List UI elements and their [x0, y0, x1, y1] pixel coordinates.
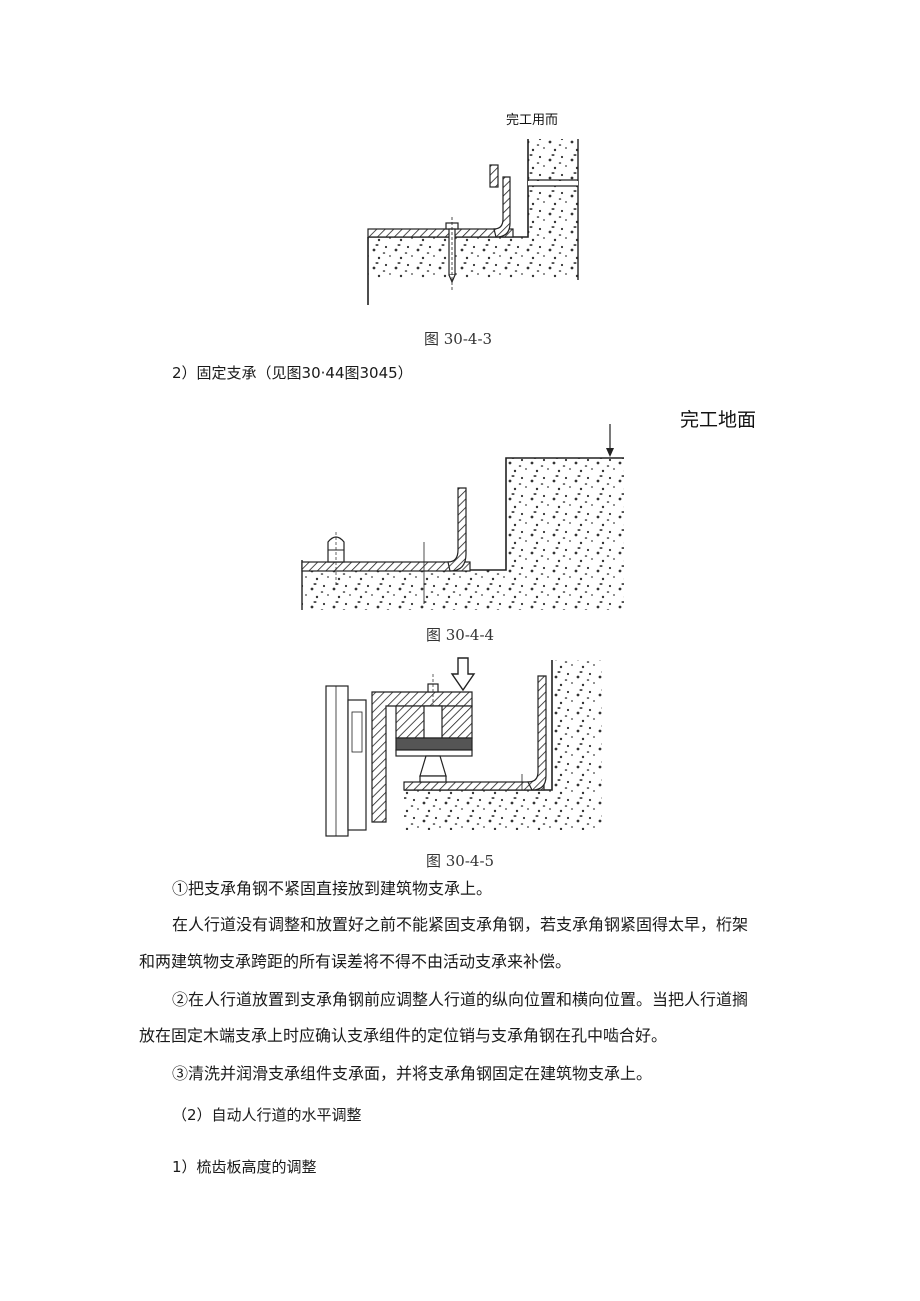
figure1-drawing	[367, 139, 579, 305]
figure2-drawing	[301, 424, 624, 610]
paragraph-1: ①把支承角钢不紧固直接放到建筑物支承上。	[172, 879, 493, 898]
heading-level-adjustment: （2）自动人行道的水平调整	[172, 1106, 362, 1124]
paragraph-2-line-2: 和两建筑物支承跨距的所有误差将不得不由活动支承来补偿。	[139, 952, 572, 971]
figure2-caption: 图 30-4-4	[426, 626, 495, 644]
paragraph-3-line-2: 放在固定木端支承上时应确认支承组件的定位销与支承角钢在孔中啮合好。	[139, 1026, 668, 1045]
figure3-drawing	[325, 657, 602, 837]
figure1-top-label: 完工用而	[506, 112, 559, 127]
figure1-caption: 图 30-4-3	[424, 330, 493, 348]
paragraph-2-line-1: 在人行道没有调整和放置好之前不能紧固支承角钢，若支承角钢紧固得太早，桁架	[172, 915, 749, 934]
paragraph-4: ③清洗并润滑支承组件支承面，并将支承角钢固定在建筑物支承上。	[172, 1064, 653, 1083]
heading-comb-plate-height: 1）梳齿板高度的调整	[172, 1158, 317, 1176]
section-heading-fixed-support: 2）固定支承（见图30·44图3045）	[172, 364, 413, 382]
figure3-caption: 图 30-4-5	[426, 852, 495, 870]
paragraph-3-line-1: ②在人行道放置到支承角钢前应调整人行道的纵向位置和横向位置。当把人行道搁	[172, 990, 749, 1009]
figure2-top-label: 完工地面	[680, 410, 757, 431]
